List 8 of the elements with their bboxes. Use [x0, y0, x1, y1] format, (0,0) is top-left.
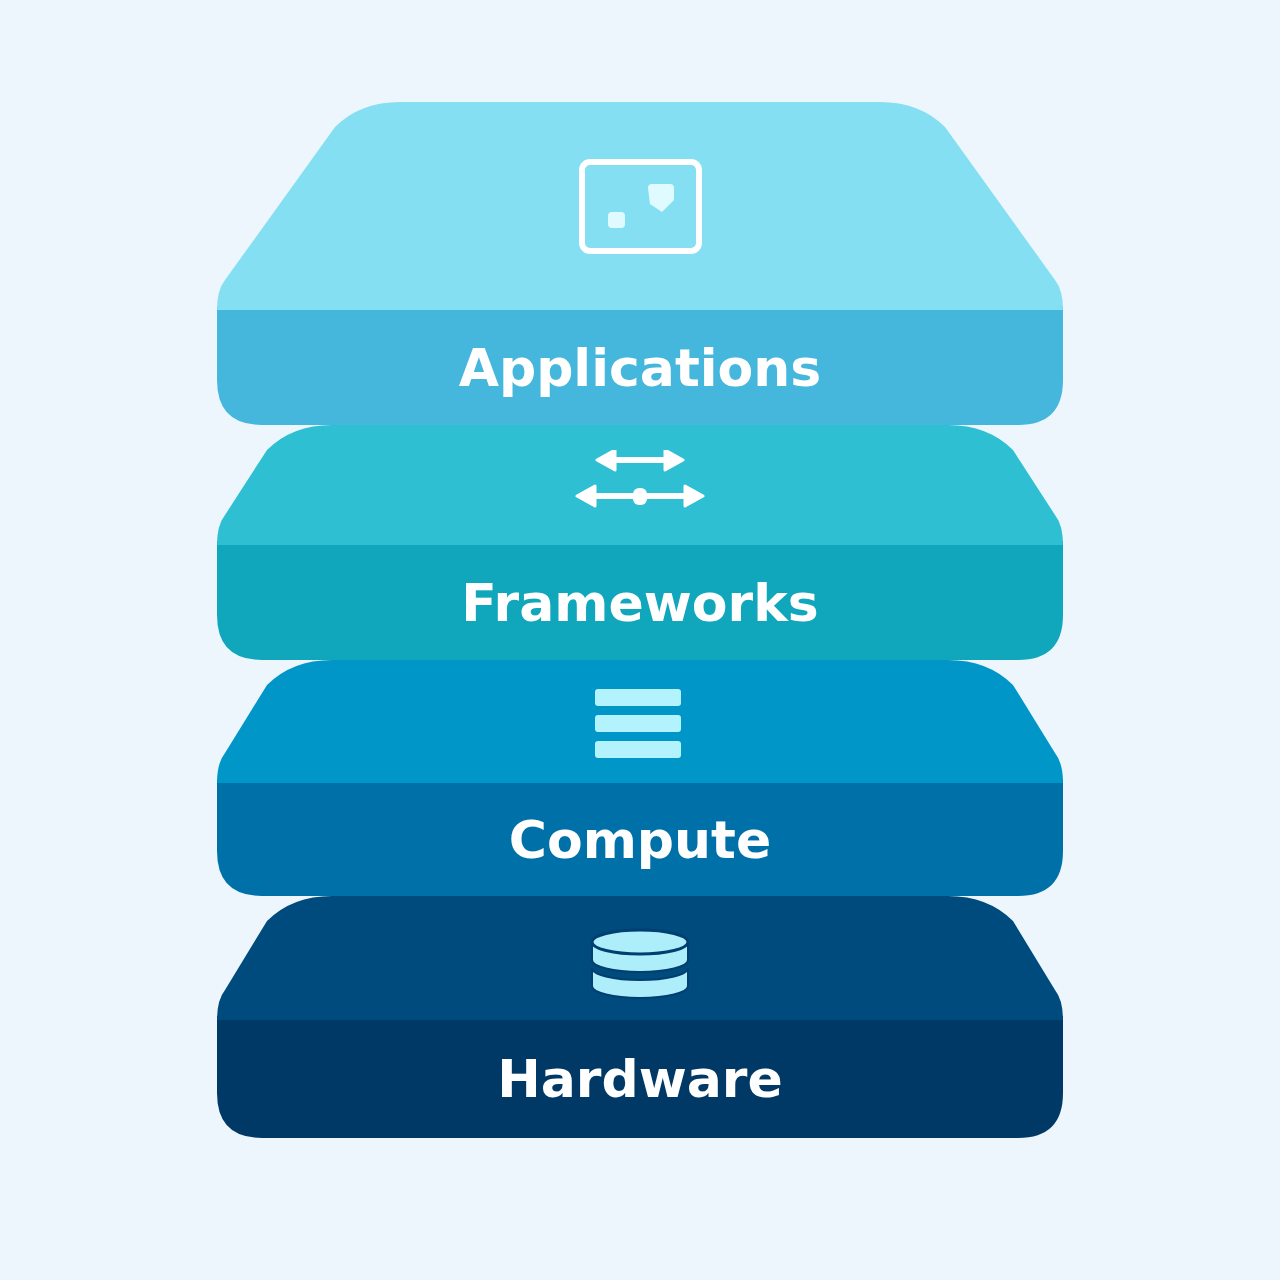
layer-label: Frameworks	[461, 572, 819, 633]
layer-label: Applications	[458, 337, 822, 398]
layer-slab	[217, 425, 1063, 660]
layer-slab	[217, 102, 1063, 425]
layer-label: Compute	[508, 809, 772, 870]
layer-label: Hardware	[497, 1049, 783, 1109]
layer-slab	[217, 896, 1063, 1138]
layer-slab	[217, 660, 1063, 896]
